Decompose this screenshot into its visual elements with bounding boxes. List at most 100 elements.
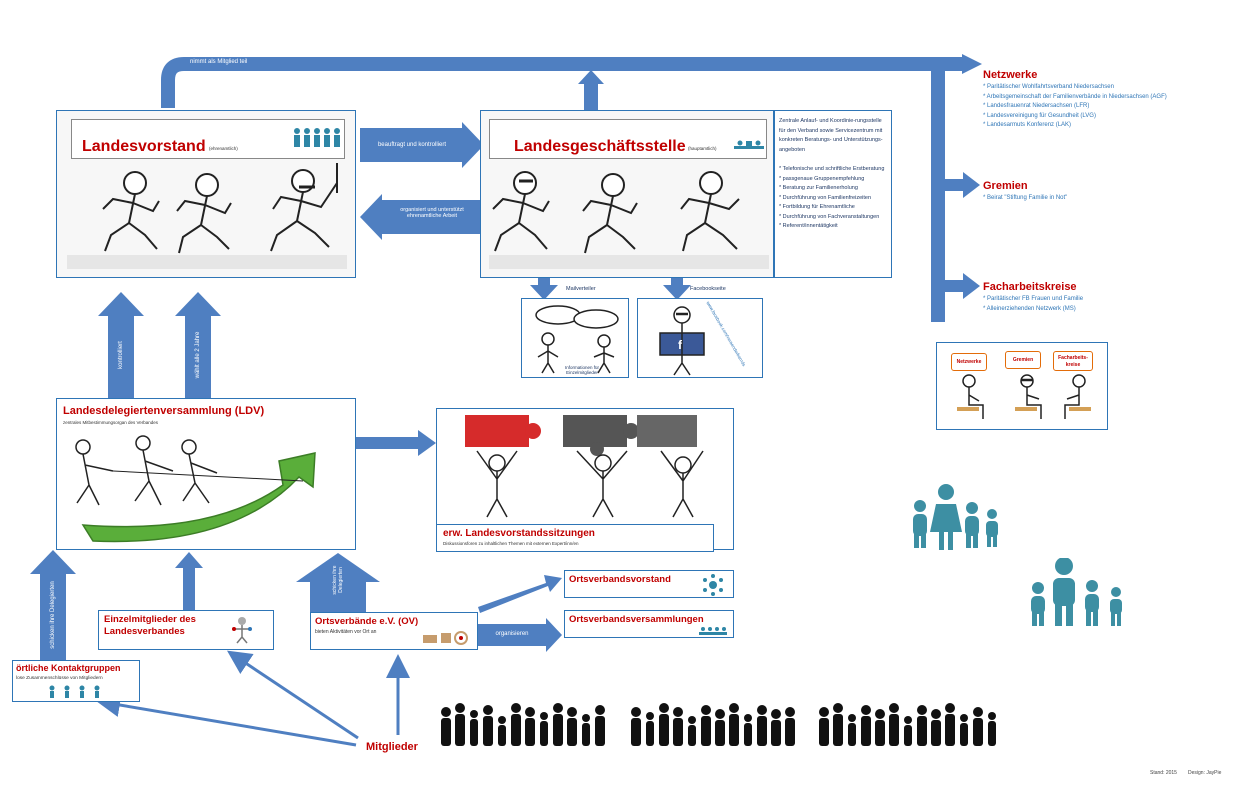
meeting-box: Netzwerke Gremien Facharbeits-kreise [936,342,1108,430]
netzwerk-item: * Landesarmuts Konferenz (LAK) [983,122,1072,128]
ldv-box: Landesdelegiertenversammlung (LDV) zentr… [56,398,356,550]
ortsverbandsvorstand-box: Ortsverbandsvorstand [564,570,734,598]
office-runners-illustration [489,171,769,269]
gremien-arrow [945,172,980,198]
netzwerke-list: * Paritätischer Wohlfahrtsverband Nieder… [983,83,1167,131]
mitglied-arrow-label: nimmt als Mitglied teil [190,59,248,65]
ortsverbaende-box: Ortsverbände e.V. (OV) bieten Aktivitäte… [310,612,478,650]
delegierten-arrow-1-label: schicken ihre Delegierten [50,581,56,649]
office-desk-icon [734,140,764,149]
svg-text:f: f [678,338,683,352]
services-list: * Telefonische und schriftliche Erstbera… [779,165,887,232]
crowd-group-3 [819,703,996,746]
kontaktgruppen-subtitle: lose Zusammenschlüsse von Mitgliedern [16,676,103,681]
landesvorstand-banner: Landesvorstand (ehrenamtlich) [71,119,345,159]
crowd-illustration [441,703,996,746]
landesgeschaeftsstelle-box: Landesgeschäftsstelle (hauptamtlich) [480,110,774,278]
family-icon-2 [1031,558,1122,626]
speech-people-icon [535,305,619,374]
kontrolliert-arrow-label: kontrolliert [118,341,124,369]
ortsverbaende-subtitle: bieten Aktivitäten vor Ort an [315,629,377,635]
service-item: * Fortbildung für Ehrenamtliche [779,204,855,210]
facebook-person-icon: f [659,306,705,376]
facharbeitskreise-list: * Paritätischer FB Frauen und Familie * … [983,295,1083,314]
network-vertical-bar [931,70,945,322]
facharbeitskreise-item: * Paritätischer FB Frauen und Familie [983,296,1084,302]
facebook-label: Facebookseite [690,286,726,292]
netzwerk-item: * Paritätischer Wohlfahrtsverband Nieder… [983,84,1114,90]
landesvorstand-title: Landesvorstand [82,138,206,155]
erw-title-box: erw. Landesvorstandssitzungen Diskussion… [436,524,714,552]
beauftragt-arrow [360,122,484,168]
bubble-facharbeitskreise: Facharbeits-kreise [1053,351,1093,371]
beauftragt-arrow-label: beauftragt und kontrolliert [377,142,447,148]
netzwerk-item: * Arbeitsgemeinschaft der Familienverbän… [983,93,1167,100]
mailverteiler-box: Informationen für Einzelmitglieder [521,298,629,378]
landesgeschaeftsstelle-banner: Landesgeschäftsstelle (hauptamtlich) [489,119,767,159]
footer-stand: Stand: 2015 [1150,770,1177,776]
netzwerk-item: * Landesvereinigung für Gesundheit (LVG) [983,112,1096,119]
mitglieder-arrows [96,650,410,747]
waehlen-arrow [478,575,562,613]
ldv-subtitle: zentrales Mitbestimmungsorgan des Verban… [63,420,159,425]
einzelmitglieder-title: Einzelmitglieder des Landesverbandes [104,614,196,637]
team-people-icon [294,128,340,147]
services-description: Zentrale Anlauf- und Koordinie-rungsstel… [779,118,883,153]
ortsverbaende-title: Ortsverbände e.V. (OV) [315,616,419,627]
kontrolliert-arrow [98,292,144,398]
delegierten-arrow-2-label: schicken ihre Delegierten [332,565,344,595]
service-item: * Telefonische und schriftliche Erstbera… [779,166,885,172]
network-person-icon [232,617,252,644]
kontaktgruppen-box: örtliche Kontaktgruppen lose Zusammensch… [12,660,140,702]
einzel-up-arrow [175,552,203,610]
family-icon [913,484,998,550]
service-item: * Durchführung von Familienfreizeiten [779,194,872,201]
delegierten-arrow-1 [30,550,76,662]
seated-people-icon [957,374,1091,419]
service-item: * Durchführung von Fachveranstaltungen [779,213,880,220]
bubble-netzwerke: Netzwerke [951,353,987,371]
landesgeschaeftsstelle-subtitle: (hauptamtlich) [688,146,717,151]
waehlt-arrow [175,292,221,398]
kontaktgruppen-title: örtliche Kontaktgruppen [16,663,121,673]
netzwerke-title: Netzwerke [983,69,1038,81]
bubble-gremien: Gremien [1005,351,1041,369]
mailverteiler-caption: Informationen für Einzelmitglieder [564,365,600,375]
service-item: * passgenaue Gruppenempfehlung [779,175,865,182]
footer-design: Design: JayPie [1188,770,1222,776]
organisieren-arrow [478,618,562,652]
mitglieder-title: Mitglieder [366,741,418,753]
facharbeitskreise-item: * Alleinerziehenden Netzwerk (MS) [983,305,1076,312]
ortsverbandsversammlungen-box: Ortsverbandsversammlungen [564,610,734,638]
mitglied-arrow [161,54,982,110]
organisiert-arrow [360,194,480,240]
gremien-item: * Beirat "Stiftung Familie in Not" [983,195,1068,201]
assembly-icon [699,627,727,635]
einzelmitglieder-box: Einzelmitglieder des Landesverbandes [98,610,274,650]
crowd-group-2 [631,703,795,746]
waehlt-arrow-label: wählt alle 2 Jahre [195,331,201,379]
service-item: * Beratung zur Familienerholung [779,185,858,191]
runners-illustration [67,163,347,269]
puzzle-illustration [465,415,704,518]
netzwerk-item: * Landesfrauenrat Niedersachsen (LFR) [983,103,1090,109]
gremien-list: * Beirat "Stiftung Familie in Not" [983,194,1067,204]
ortsverbandsvorstand-title: Ortsverbandsvorstand [569,574,671,585]
gremien-title: Gremien [983,180,1028,192]
landesvorstand-subtitle: (ehrenamtlich) [209,146,238,151]
ldv-to-erw-arrow [356,430,436,456]
vorstand-circle-icon [703,574,723,596]
facharbeitskreise-title: Facharbeitskreise [983,281,1077,293]
landesvorstand-box: Landesvorstand (ehrenamtlich) [56,110,356,278]
erw-title: erw. Landesvorstandssitzungen [443,528,595,539]
ldv-title: Landesdelegiertenversammlung (LDV) [63,405,265,417]
group-people-icon [49,685,100,698]
crowd-group-1 [441,703,605,746]
growth-arrow-illustration [75,435,316,543]
organisiert-arrow-label: organisiert und unterstützt ehrenamtlich… [400,207,464,219]
facharbeitskreise-arrow [945,273,980,299]
ortsverbandsversammlungen-title: Ortsverbandsversammlungen [569,614,704,625]
landesgeschaeftsstelle-title: Landesgeschäftsstelle [514,138,686,155]
facebook-box: f www.facebook.com/veraenderbarnds [637,298,763,378]
activities-icon [423,631,468,645]
